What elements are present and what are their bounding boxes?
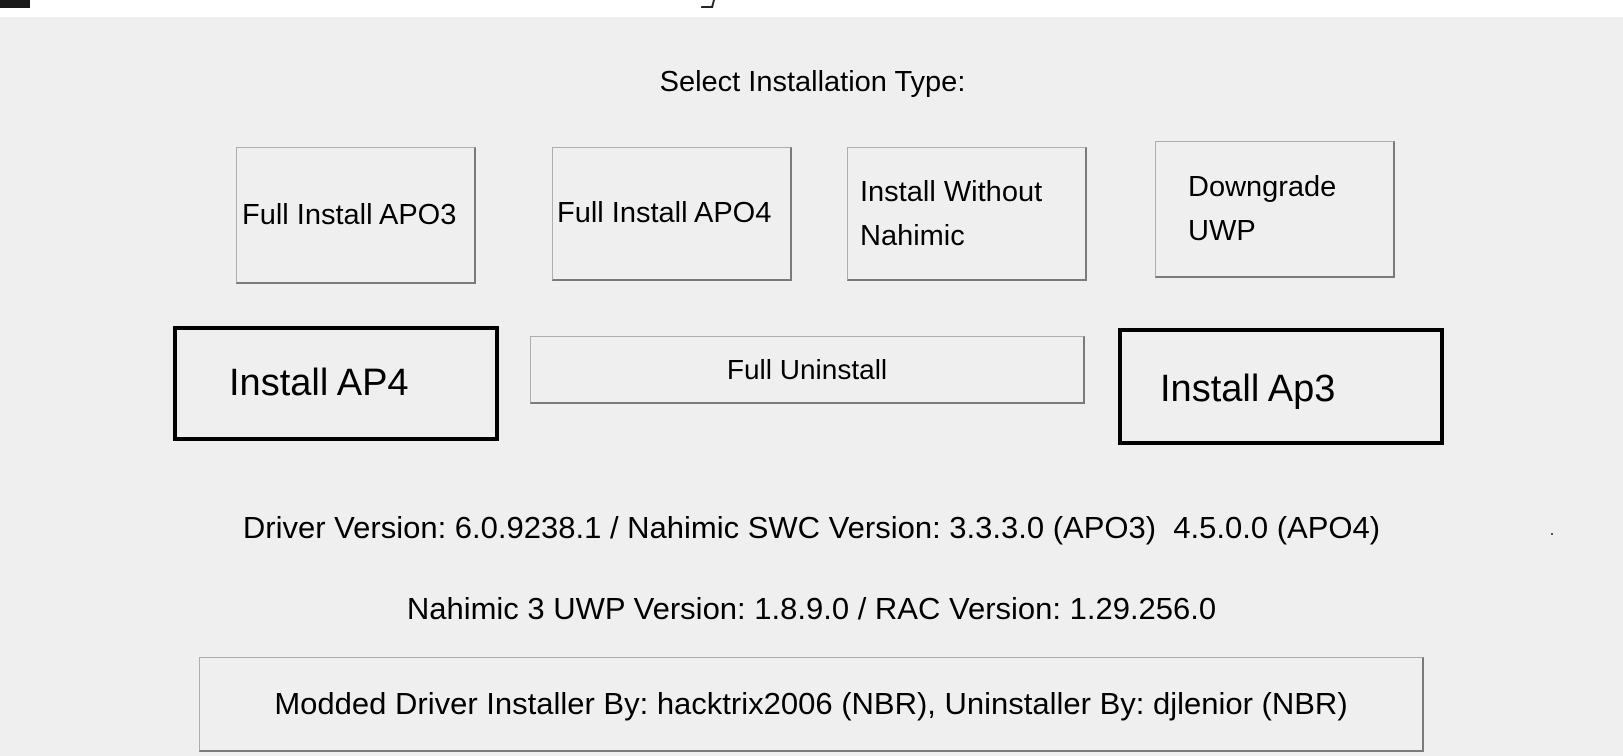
button-label: Install Without Nahimic	[860, 170, 1042, 258]
credits-text: Modded Driver Installer By: hacktrix2006…	[274, 686, 1348, 721]
button-label-line2: Nahimic	[860, 219, 965, 252]
button-label-line1: Downgrade	[1188, 171, 1337, 203]
button-label: Install Ap3	[1160, 368, 1336, 410]
button-label: Install AP4	[229, 362, 409, 404]
button-label-line1: Install Without	[860, 175, 1043, 208]
install-ap4-button[interactable]: Install AP4	[173, 326, 499, 441]
button-label-line2: UWP	[1188, 215, 1256, 247]
heading-label: Select Installation Type:	[659, 66, 966, 98]
install-without-nahimic-button[interactable]: Install Without Nahimic	[847, 147, 1087, 281]
uwp-version-text: Nahimic 3 UWP Version: 1.8.9.0 / RAC Ver…	[406, 591, 1217, 626]
stray-dot	[1551, 533, 1553, 535]
full-install-apo3-button[interactable]: Full Install APO3	[236, 147, 476, 284]
install-ap3-button[interactable]: Install Ap3	[1118, 328, 1444, 445]
section-heading: Select Installation Type:	[0, 66, 1623, 99]
button-label: Full Install APO4	[557, 197, 772, 229]
title-bar	[0, 0, 1623, 17]
downgrade-uwp-button[interactable]: Downgrade UWP	[1155, 141, 1395, 278]
button-label: Full Install APO3	[242, 198, 457, 231]
button-label: Downgrade UWP	[1188, 165, 1336, 253]
credits-panel: Modded Driver Installer By: hacktrix2006…	[199, 657, 1424, 752]
button-label: Full Uninstall	[726, 353, 888, 385]
title-text-fragment	[700, 0, 718, 8]
full-uninstall-button[interactable]: Full Uninstall	[530, 336, 1085, 404]
full-install-apo4-button[interactable]: Full Install APO4	[552, 147, 792, 281]
app-icon	[0, 0, 30, 8]
driver-version-text: Driver Version: 6.0.9238.1 / Nahimic SWC…	[242, 510, 1381, 545]
